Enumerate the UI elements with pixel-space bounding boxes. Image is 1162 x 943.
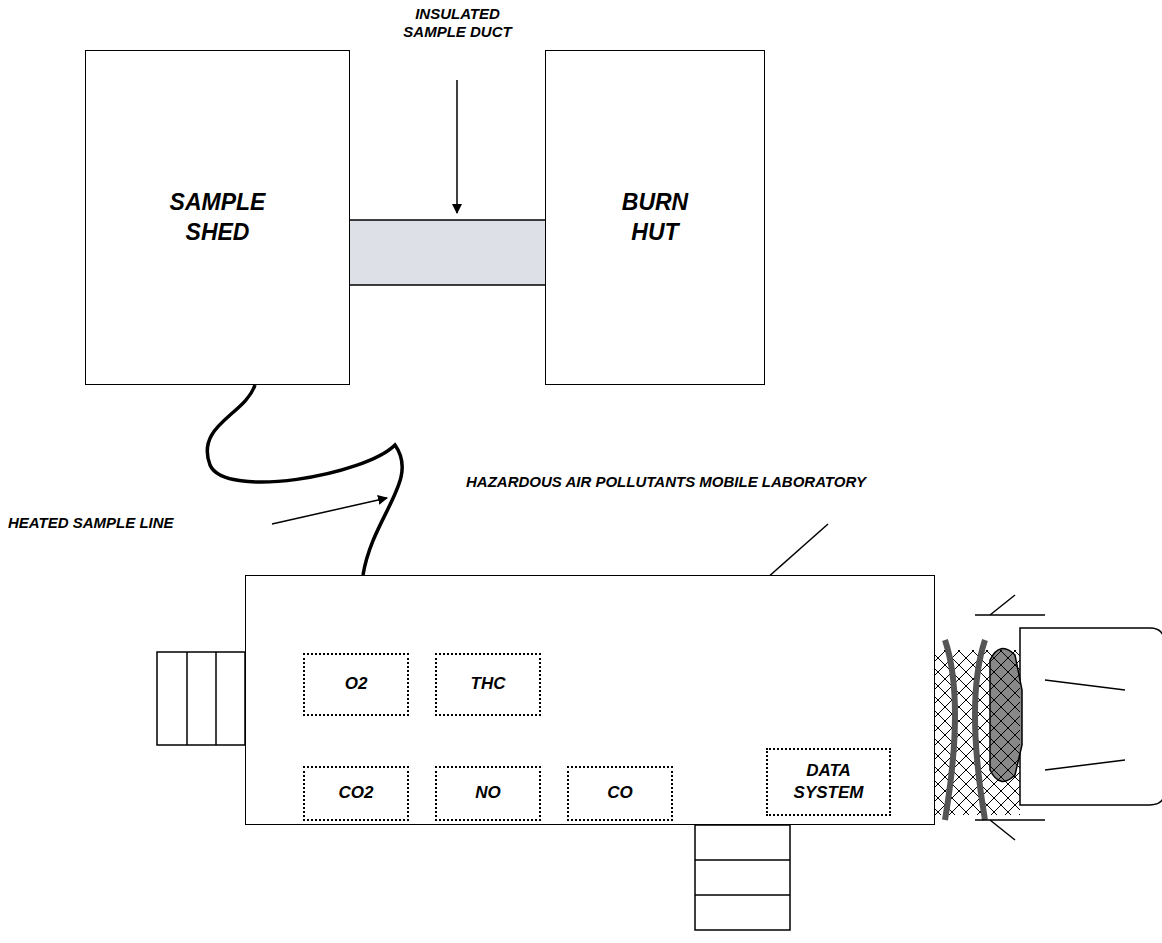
side-stairs (695, 825, 790, 930)
node-label: O2 (345, 673, 368, 695)
analyzer-box: O2 (303, 653, 409, 716)
node-label: CO (607, 782, 633, 804)
building-box: BURN HUT (545, 50, 765, 385)
node-label: CO2 (339, 782, 374, 804)
analyzer-box: CO (567, 766, 673, 821)
leader-arrow (272, 498, 387, 524)
data-system-box: DATA SYSTEM (766, 748, 891, 816)
node-label: DATA SYSTEM (776, 760, 881, 804)
building-box: SAMPLE SHED (85, 50, 350, 385)
leader-arrow (456, 80, 458, 213)
analyzer-box: NO (435, 766, 541, 821)
callout-label: HEATED SAMPLE LINE (8, 514, 270, 532)
truck-cab (935, 595, 1162, 840)
node-label: NO (475, 782, 501, 804)
heated-sample-line (207, 385, 402, 575)
insulated-duct (350, 220, 545, 285)
node-label: THC (471, 673, 506, 695)
node-label: BURN HUT (600, 188, 710, 248)
callout-label: INSULATED SAMPLE DUCT (400, 5, 515, 41)
analyzer-box: CO2 (303, 766, 409, 821)
rear-stairs (157, 652, 245, 745)
node-label: SAMPLE SHED (153, 188, 283, 248)
trailer-body: HAZARDOUS AIR POLLUTANTS MOBILE LABORATO… (245, 575, 935, 825)
analyzer-box: THC (435, 653, 541, 716)
trailer-heading: HAZARDOUS AIR POLLUTANTS MOBILE LABORATO… (446, 473, 866, 492)
